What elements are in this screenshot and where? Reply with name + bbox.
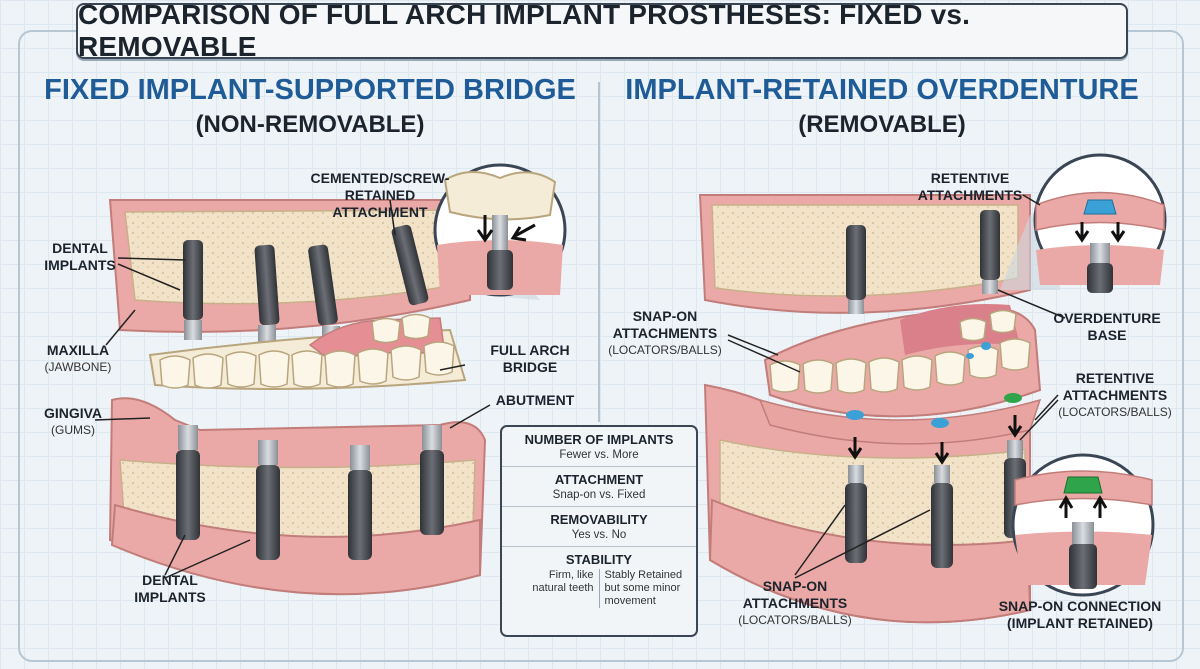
comparison-header: NUMBER OF IMPLANTS xyxy=(524,432,674,447)
label-connection-line1: SNAP-ON CONNECTION xyxy=(998,598,1162,614)
left-full-arch-bridge xyxy=(148,313,467,390)
comparison-header: REMOVABILITY xyxy=(550,512,648,527)
left-lower-implant-3 xyxy=(348,445,372,560)
center-divider xyxy=(598,82,600,422)
right-heading: IMPLANT-RETAINED OVERDENTURE xyxy=(625,74,1139,106)
left-lower-jaw xyxy=(108,397,487,596)
comparison-row-stability: STABILITY Firm, like natural teeth Stabl… xyxy=(502,547,696,613)
label-retentive-right-sub: (LOCATORS/BALLS) xyxy=(1058,405,1172,419)
label-maxilla: MAXILLA (JAWBONE) xyxy=(38,342,118,376)
label-cemented-attachment: CEMENTED/SCREW- RETAINED ATTACHMENT xyxy=(300,170,460,221)
comparison-value: Yes vs. No xyxy=(571,529,627,541)
label-snap-left-line2: ATTACHMENTS xyxy=(612,325,718,341)
left-lower-implant-2 xyxy=(256,440,280,560)
label-snap-bottom-sub: (LOCATORS/BALLS) xyxy=(738,613,852,627)
label-snap-bottom-line1: SNAP-ON xyxy=(762,578,828,594)
label-abutment-text: ABUTMENT xyxy=(495,392,575,408)
label-snap-left-line1: SNAP-ON xyxy=(632,308,698,324)
right-lower-implant-1 xyxy=(845,465,867,563)
left-subheading: (NON-REMOVABLE) xyxy=(195,111,425,138)
label-maxilla-sub: (JAWBONE) xyxy=(44,360,112,374)
right-upper-implant-1 xyxy=(846,225,866,314)
label-snap-on-left: SNAP-ON ATTACHMENTS (LOCATORS/BALLS) xyxy=(600,308,730,359)
comparison-value: Fewer vs. More xyxy=(559,449,639,461)
label-dental-implants-top: DENTAL IMPLANTS xyxy=(40,240,120,274)
right-leader-lines xyxy=(727,194,1066,579)
right-insertion-arrows xyxy=(847,415,1023,465)
label-overdenture-line2: BASE xyxy=(1087,327,1127,343)
right-lower-implant-2 xyxy=(931,465,953,568)
stability-split: Firm, like natural teeth Stably Retained… xyxy=(506,569,692,608)
comparison-value: Snap-on vs. Fixed xyxy=(552,489,646,501)
right-upper-implant-2 xyxy=(980,210,1000,294)
label-snap-on-bottom: SNAP-ON ATTACHMENTS (LOCATORS/BALLS) xyxy=(730,578,860,629)
right-subheading: (REMOVABLE) xyxy=(798,111,966,138)
label-dental-implants-bottom: DENTAL IMPLANTS xyxy=(130,572,210,606)
label-retentive-attachments-top: RETENTIVE ATTACHMENTS xyxy=(905,170,1035,204)
label-bridge-line1: FULL ARCH xyxy=(490,342,570,358)
stability-removable-line1: Stably Retained xyxy=(604,569,683,581)
left-upper-implant-1 xyxy=(183,240,203,340)
label-retentive-right-line2: ATTACHMENTS xyxy=(1062,387,1168,403)
stability-removable-line2: but some minor xyxy=(604,582,681,594)
stability-removable-line3: movement xyxy=(604,595,656,607)
comparison-row: REMOVABILITY Yes vs. No xyxy=(502,507,696,547)
label-implants-top-line2: IMPLANTS xyxy=(44,257,116,273)
left-leader-lines xyxy=(94,199,491,579)
right-detail-circle-bottom xyxy=(1011,453,1155,597)
left-heading-block: FIXED IMPLANT-SUPPORTED BRIDGE (NON-REMO… xyxy=(40,74,580,139)
left-heading: FIXED IMPLANT-SUPPORTED BRIDGE xyxy=(44,74,576,106)
stability-fixed-line1: Firm, like xyxy=(548,569,594,581)
label-bridge-line2: BRIDGE xyxy=(502,359,558,375)
comparison-header: ATTACHMENT xyxy=(554,472,644,487)
label-maxilla-text: MAXILLA xyxy=(46,342,110,358)
right-heading-block: IMPLANT-RETAINED OVERDENTURE (REMOVABLE) xyxy=(612,74,1152,139)
label-overdenture-line1: OVERDENTURE xyxy=(1053,310,1161,326)
label-retentive-top-line1: RETENTIVE xyxy=(930,170,1010,186)
comparison-header: STABILITY xyxy=(565,552,633,567)
page-title: COMPARISON OF FULL ARCH IMPLANT PROSTHES… xyxy=(78,0,971,62)
label-retentive-attachments-right: RETENTIVE ATTACHMENTS (LOCATORS/BALLS) xyxy=(1050,370,1180,421)
label-gingiva-sub: (GUMS) xyxy=(51,423,95,437)
right-denture-attachments xyxy=(846,393,1022,428)
label-cemented-line2: RETAINED ATTACHMENT xyxy=(332,187,428,220)
label-snap-bottom-line2: ATTACHMENTS xyxy=(742,595,848,611)
comparison-row: ATTACHMENT Snap-on vs. Fixed xyxy=(502,467,696,507)
label-cemented-line1: CEMENTED/SCREW- xyxy=(310,170,450,186)
label-snap-left-sub: (LOCATORS/BALLS) xyxy=(608,343,722,357)
right-overdenture xyxy=(763,304,1042,418)
label-overdenture-base: OVERDENTURE BASE xyxy=(1052,310,1162,344)
right-detail-circle-top xyxy=(1000,153,1167,293)
left-lower-implant-4 xyxy=(420,425,444,535)
label-full-arch-bridge: FULL ARCH BRIDGE xyxy=(480,342,580,376)
label-implants-bottom-line1: DENTAL xyxy=(142,572,198,588)
comparison-row: NUMBER OF IMPLANTS Fewer vs. More xyxy=(502,427,696,467)
label-abutment: ABUTMENT xyxy=(485,392,585,409)
stability-removable: Stably Retained but some minor movement xyxy=(600,569,685,608)
stability-fixed-line2: natural teeth xyxy=(532,582,594,594)
label-gingiva-text: GINGIVA xyxy=(43,405,103,421)
comparison-table: NUMBER OF IMPLANTS Fewer vs. More ATTACH… xyxy=(500,425,698,637)
label-connection-line2: (IMPLANT RETAINED) xyxy=(1007,615,1153,631)
stability-fixed: Firm, like natural teeth xyxy=(514,569,600,608)
label-retentive-top-line2: ATTACHMENTS xyxy=(917,187,1023,203)
label-implants-top-line1: DENTAL xyxy=(52,240,108,256)
label-gingiva: GINGIVA (GUMS) xyxy=(38,405,108,439)
label-snap-on-connection: SNAP-ON CONNECTION (IMPLANT RETAINED) xyxy=(990,598,1170,632)
title-banner: COMPARISON OF FULL ARCH IMPLANT PROSTHES… xyxy=(76,0,1128,62)
left-upper-implant-4 xyxy=(391,224,429,306)
left-detail-circle xyxy=(433,163,567,300)
label-retentive-right-line1: RETENTIVE xyxy=(1075,370,1155,386)
left-lower-implant-1 xyxy=(176,425,200,540)
label-implants-bottom-line2: IMPLANTS xyxy=(134,589,206,605)
